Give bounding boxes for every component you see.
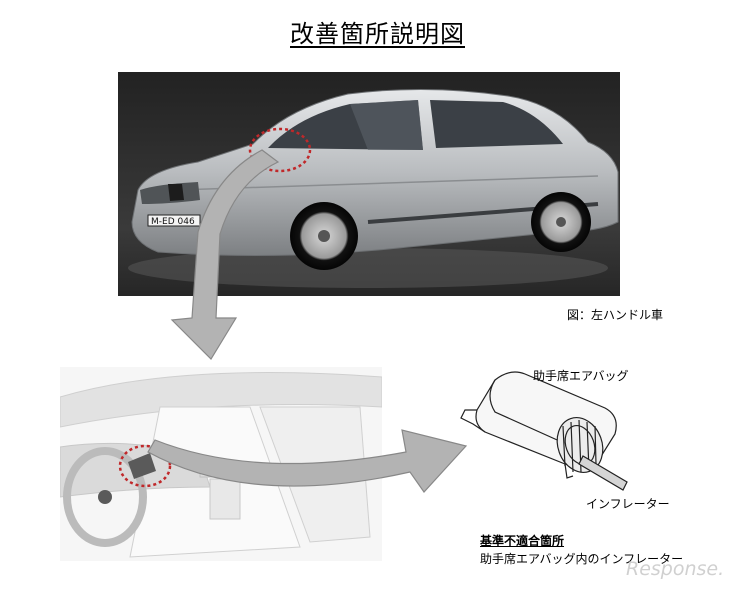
photo-caption: 図：左ハンドル車: [567, 308, 664, 322]
defect-description: 助手席エアバッグ内のインフレーター: [480, 552, 684, 566]
airbag-module-drawing: [460, 371, 628, 491]
page-title: 改善箇所説明図: [290, 20, 465, 48]
watermark-logo: Response.: [626, 558, 725, 580]
license-plate: M-ED 046: [151, 217, 195, 227]
airbag-label: 助手席エアバッグ: [533, 369, 629, 383]
defect-heading: 基準不適合箇所: [480, 534, 565, 548]
inflator-label: インフレーター: [586, 497, 670, 511]
dashboard-illustration: [60, 367, 382, 561]
car-photo: M-ED 046: [118, 72, 620, 296]
